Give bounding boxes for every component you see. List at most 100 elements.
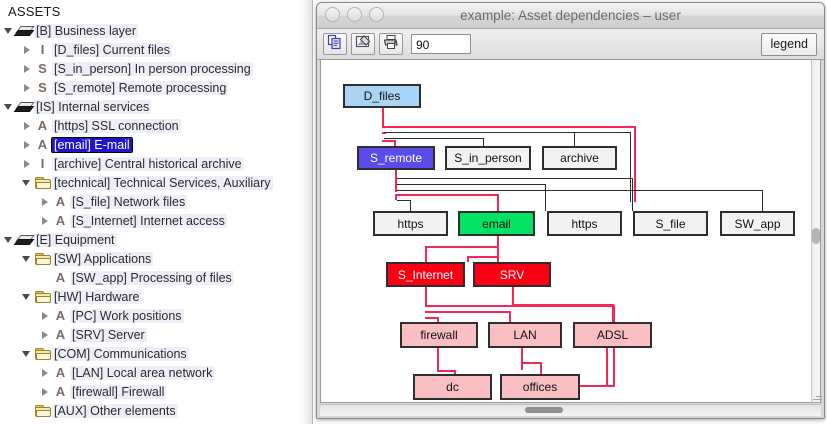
chevron-down-icon[interactable] xyxy=(4,230,15,249)
export-image-button[interactable] xyxy=(351,33,375,55)
print-button[interactable] xyxy=(379,33,403,55)
tree-item[interactable]: [technical] Technical Services, Auxiliar… xyxy=(0,173,312,192)
letter-A-icon: A xyxy=(55,308,66,323)
tree-item[interactable]: I[D_files] Current files xyxy=(0,40,312,59)
diagram-node-S_file[interactable]: S_file xyxy=(633,211,708,236)
tree-item[interactable]: [HW] Hardware xyxy=(0,287,312,306)
traffic-lights[interactable] xyxy=(325,7,384,22)
chevron-right-icon[interactable] xyxy=(40,325,51,344)
chevron-down-icon[interactable] xyxy=(4,21,15,40)
letter-S-icon: S xyxy=(38,80,47,95)
chevron-right-icon[interactable] xyxy=(22,59,33,78)
chevron-right-icon[interactable] xyxy=(22,135,33,154)
letter-A-icon: A xyxy=(55,194,66,209)
tree-item-label: [archive] Central historical archive xyxy=(52,156,244,171)
chevron-right-icon[interactable] xyxy=(40,363,51,382)
diagram-node-firewall[interactable]: firewall xyxy=(400,322,478,348)
diagram-node-email[interactable]: email xyxy=(458,211,535,236)
tree-item-label: [IS] Internal services xyxy=(34,99,152,114)
chevron-down-icon[interactable] xyxy=(22,344,33,363)
chevron-down-icon[interactable] xyxy=(22,173,33,192)
tree-item-label: [HW] Hardware xyxy=(52,289,142,304)
tree-item[interactable]: S[S_in_person] In person processing xyxy=(0,59,312,78)
tree-item[interactable]: A[email] E-mail xyxy=(0,135,312,154)
zoom-button[interactable] xyxy=(369,7,384,22)
chevron-right-icon[interactable] xyxy=(40,382,51,401)
tree-item[interactable]: [SW] Applications xyxy=(0,249,312,268)
chevron-right-icon[interactable] xyxy=(40,306,51,325)
chevron-right-icon[interactable] xyxy=(40,211,51,230)
window-title: example: Asset dependencies – user xyxy=(460,8,681,23)
legend-button[interactable]: legend xyxy=(761,33,817,56)
tree-item[interactable]: A[SW_app] Processing of files xyxy=(0,268,312,287)
horizontal-scrollbar[interactable] xyxy=(320,404,821,416)
tree-item[interactable]: A[PC] Work positions xyxy=(0,306,312,325)
tree-item[interactable]: [E] Equipment xyxy=(0,230,312,249)
tree-item[interactable]: A[S_file] Network files xyxy=(0,192,312,211)
tree-item[interactable]: A[S_Internet] Internet access xyxy=(0,211,312,230)
letter-I-icon: I xyxy=(40,156,45,171)
tree-item-label: [S_remote] Remote processing xyxy=(52,80,229,95)
tree-item[interactable]: [B] Business layer xyxy=(0,21,312,40)
tree-item[interactable]: A[firewall] Firewall xyxy=(0,382,312,401)
diagram-node-S_remote[interactable]: S_remote xyxy=(357,146,435,170)
chevron-down-icon[interactable] xyxy=(22,287,33,306)
tree-item-label: [COM] Communications xyxy=(52,346,189,361)
diagram-node-S_in_person[interactable]: S_in_person xyxy=(445,146,531,170)
diagram-node-archive[interactable]: archive xyxy=(542,146,617,170)
chevron-down-icon[interactable] xyxy=(22,249,33,268)
folder-icon xyxy=(33,176,52,189)
tree-item[interactable]: [COM] Communications xyxy=(0,344,312,363)
tree-item[interactable]: A[LAN] Local area network xyxy=(0,363,312,382)
tree-item[interactable]: [IS] Internal services xyxy=(0,97,312,116)
diagram-node-SW_app[interactable]: SW_app xyxy=(720,211,795,236)
page-title: ASSETS xyxy=(8,4,61,19)
diagram-node-D_files[interactable]: D_files xyxy=(343,84,421,108)
window-toolbar[interactable]: 90 legend xyxy=(317,29,824,60)
diagram-node-LAN[interactable]: LAN xyxy=(488,322,562,348)
tree-item-label: [S_Internet] Internet access xyxy=(70,213,227,228)
resize-grip[interactable] xyxy=(809,392,822,405)
chevron-right-icon[interactable] xyxy=(22,116,33,135)
diagram-node-SRV[interactable]: SRV xyxy=(473,262,551,287)
tree-item-label: [technical] Technical Services, Auxiliar… xyxy=(52,175,273,190)
layer-icon xyxy=(13,102,35,112)
vertical-scrollbar[interactable] xyxy=(811,60,820,402)
tree-item[interactable]: S [S_remote] Remote processing xyxy=(0,78,312,97)
layer-icon xyxy=(13,235,35,245)
export-image-icon xyxy=(355,34,371,55)
close-button[interactable] xyxy=(325,7,340,22)
minimize-button[interactable] xyxy=(347,7,362,22)
chevron-right-icon[interactable] xyxy=(22,40,33,59)
copy-button[interactable] xyxy=(323,33,347,55)
chevron-right-icon[interactable] xyxy=(22,78,33,97)
diagram-window[interactable]: example: Asset dependencies – user xyxy=(316,2,825,419)
window-titlebar[interactable]: example: Asset dependencies – user xyxy=(317,3,824,29)
horizontal-scroll-thumb[interactable] xyxy=(525,407,563,413)
diagram-node-S_Internet[interactable]: S_Internet xyxy=(386,262,465,287)
folder-icon xyxy=(33,252,52,265)
tree-item[interactable]: [AUX] Other elements xyxy=(0,401,312,420)
tree-item[interactable]: I [archive] Central historical archive xyxy=(0,154,312,173)
tree-item-label: [email] E-mail xyxy=(51,136,133,153)
tree-item[interactable]: A[SRV] Server xyxy=(0,325,312,344)
tree-item-label: [SW] Applications xyxy=(52,251,154,266)
tree-item-label: [SW_app] Processing of files xyxy=(70,270,234,285)
chevron-right-icon[interactable] xyxy=(40,192,51,211)
diagram-node-ADSL[interactable]: ADSL xyxy=(573,322,652,348)
diagram-node-https_right[interactable]: https xyxy=(547,211,622,236)
tree-item[interactable]: A[https] SSL connection xyxy=(0,116,312,135)
vertical-scroll-thumb[interactable] xyxy=(812,228,820,244)
diagram-node-dc[interactable]: dc xyxy=(413,374,492,400)
zoom-input[interactable]: 90 xyxy=(411,34,471,54)
diagram-node-offices[interactable]: offices xyxy=(500,374,580,400)
chevron-right-icon[interactable] xyxy=(22,154,33,173)
twisty-spacer xyxy=(40,268,51,287)
tree-item-label: [SRV] Server xyxy=(70,327,147,342)
diagram-node-https_left[interactable]: https xyxy=(373,211,448,236)
chevron-down-icon[interactable] xyxy=(4,97,15,116)
